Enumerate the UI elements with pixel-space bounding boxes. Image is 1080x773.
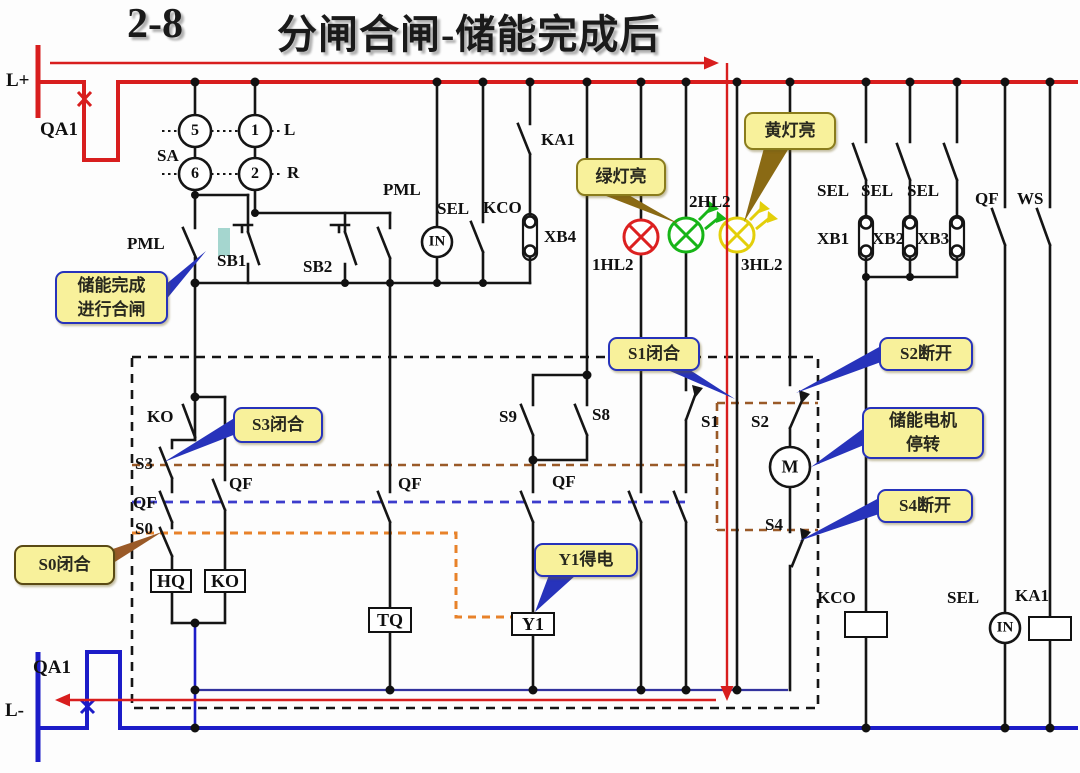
label-s2: S2 [751,412,769,431]
slide-title: 2-8 分闸合闸-储能完成后 [0,0,1080,57]
coil-tq: TQ [368,607,412,633]
label-sb1: SB1 [217,251,247,270]
callout-yellow-lamp-on: 黄灯亮 [744,112,836,150]
sa-contact-2: 2 [251,165,259,182]
label-ws: WS [1017,189,1044,208]
callout-storage-done: 储能完成 进行合闸 [55,271,168,324]
terminal-l-plus: L+ [6,70,30,91]
fuse-xb3 [948,214,966,262]
callout-s2-open: S2断开 [879,337,973,371]
label-s1: S1 [701,412,719,431]
fuse-xb2 [901,214,919,262]
title-text: 分闸合闸-储能完成后 [277,12,661,57]
lamp-yellow-3hl2 [718,201,778,254]
positive-bus [35,45,1078,162]
label-kco-bottom: KCO [817,588,856,607]
current-flow-arrows [50,56,734,707]
lamp-green-2hl2 [667,201,727,254]
label-sel-bottom: SEL [947,588,980,607]
label-sel-1: SEL [817,181,850,200]
fuse-xb4 [521,212,539,262]
sa-selector-contacts [177,113,273,192]
junction-dots [190,77,1055,733]
coil-y1: Y1 [511,612,555,636]
callout-s4-open: S4断开 [877,489,973,523]
callout-s1-closed: S1闭合 [608,337,700,371]
coil-ko: KO [204,569,246,593]
meter-in-bottom [988,611,1022,645]
label-ka1-bottom: KA1 [1015,586,1049,605]
label-sb2: SB2 [303,257,333,276]
sa-contact-1: 1 [251,122,259,139]
label-lamp-1hl2: 1HL2 [592,255,634,274]
meter-in-bottom-text: IN [996,619,1014,636]
label-ka1-mid: KA1 [541,130,575,149]
label-sel-2: SEL [861,181,894,200]
callout-s3-closed: S3闭合 [233,407,323,443]
coil-ka1 [1028,616,1072,641]
label-xb1: XB1 [817,229,850,248]
label-qf-b: QF [229,474,253,493]
label-qa1-top: QA1 [40,119,78,140]
fuse-xb1 [857,214,875,262]
label-qf-a: QF [133,493,157,512]
label-s4: S4 [765,515,783,534]
label-s8: S8 [592,405,610,424]
label-pml-2: PML [383,180,421,199]
label-lamp-2hl2: 2HL2 [689,192,731,211]
sa-contact-5: 5 [191,122,199,139]
label-position-l: L [284,120,296,139]
label-qa1-bottom: QA1 [33,657,71,678]
label-sel-3: SEL [907,181,940,200]
label-qf-d: QF [552,472,576,491]
wires-black [158,80,1052,730]
motor-m-text: M [781,456,799,477]
callout-s0-closed: S0闭合 [14,545,115,585]
title-number: 2-8 [127,1,183,47]
callout-motor-stop: 储能电机 停转 [862,407,984,459]
label-s9: S9 [499,407,517,426]
label-lamp-3hl2: 3HL2 [741,255,783,274]
sa-contact-6: 6 [191,165,199,182]
label-s0: S0 [135,519,153,538]
coil-kco [844,611,888,638]
callout-green-lamp-on: 绿灯亮 [576,158,666,196]
label-sel-mid: SEL [437,199,470,218]
label-s3: S3 [135,454,153,473]
label-xb3: XB3 [917,229,950,248]
callout-y1-energized: Y1得电 [534,543,638,577]
callout-pointers [110,148,881,612]
label-kco-mid: KCO [483,198,522,217]
label-qf-c: QF [398,474,422,493]
label-sa: SA [157,146,179,165]
meter-in-top-text: IN [428,233,446,250]
s0-to-y1-dashed-line [132,531,512,619]
label-pml-1: PML [127,234,165,253]
lamp-red-1hl2 [622,218,660,256]
coil-hq: HQ [150,569,192,593]
storage-motor [768,445,812,489]
meter-in-top [420,225,454,259]
label-position-r: R [287,163,300,182]
label-xb2: XB2 [872,229,905,248]
label-xb4: XB4 [544,227,577,246]
terminal-l-minus: L- [5,700,24,721]
label-ko-switch: KO [147,407,174,426]
label-qf-top-right: QF [975,189,999,208]
